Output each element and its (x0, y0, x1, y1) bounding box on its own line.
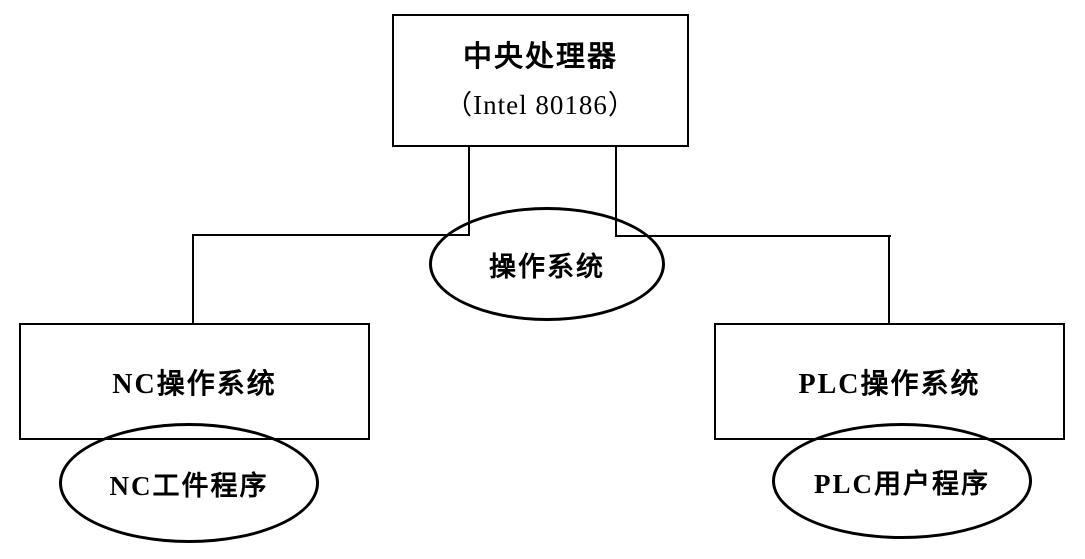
nc-os-node-label: NC操作系统 (112, 368, 277, 400)
cpu-node-subtitle: （Intel 80186） (445, 89, 636, 120)
os-node-label: 操作系统 (489, 251, 605, 282)
nc-os-node: NC操作系统 (19, 323, 370, 440)
connector-cpu-right-drop (615, 146, 617, 236)
plc-program-node: PLC用户程序 (772, 423, 1032, 539)
cpu-node-title: 中央处理器 (462, 40, 618, 73)
plc-os-node-label: PLC操作系统 (798, 368, 981, 400)
os-node: 操作系统 (429, 207, 665, 321)
nc-program-node-label: NC工件程序 (109, 470, 269, 501)
plc-program-node-label: PLC用户程序 (814, 468, 990, 499)
connector-right-branch (615, 235, 891, 237)
cpu-node: 中央处理器 （Intel 80186） (392, 14, 689, 147)
nc-program-node: NC工件程序 (59, 423, 319, 543)
connector-to-plc-box (888, 235, 890, 324)
connector-cpu-left-drop (468, 146, 470, 236)
connector-to-nc-box (192, 234, 194, 324)
connector-left-branch (192, 234, 470, 236)
